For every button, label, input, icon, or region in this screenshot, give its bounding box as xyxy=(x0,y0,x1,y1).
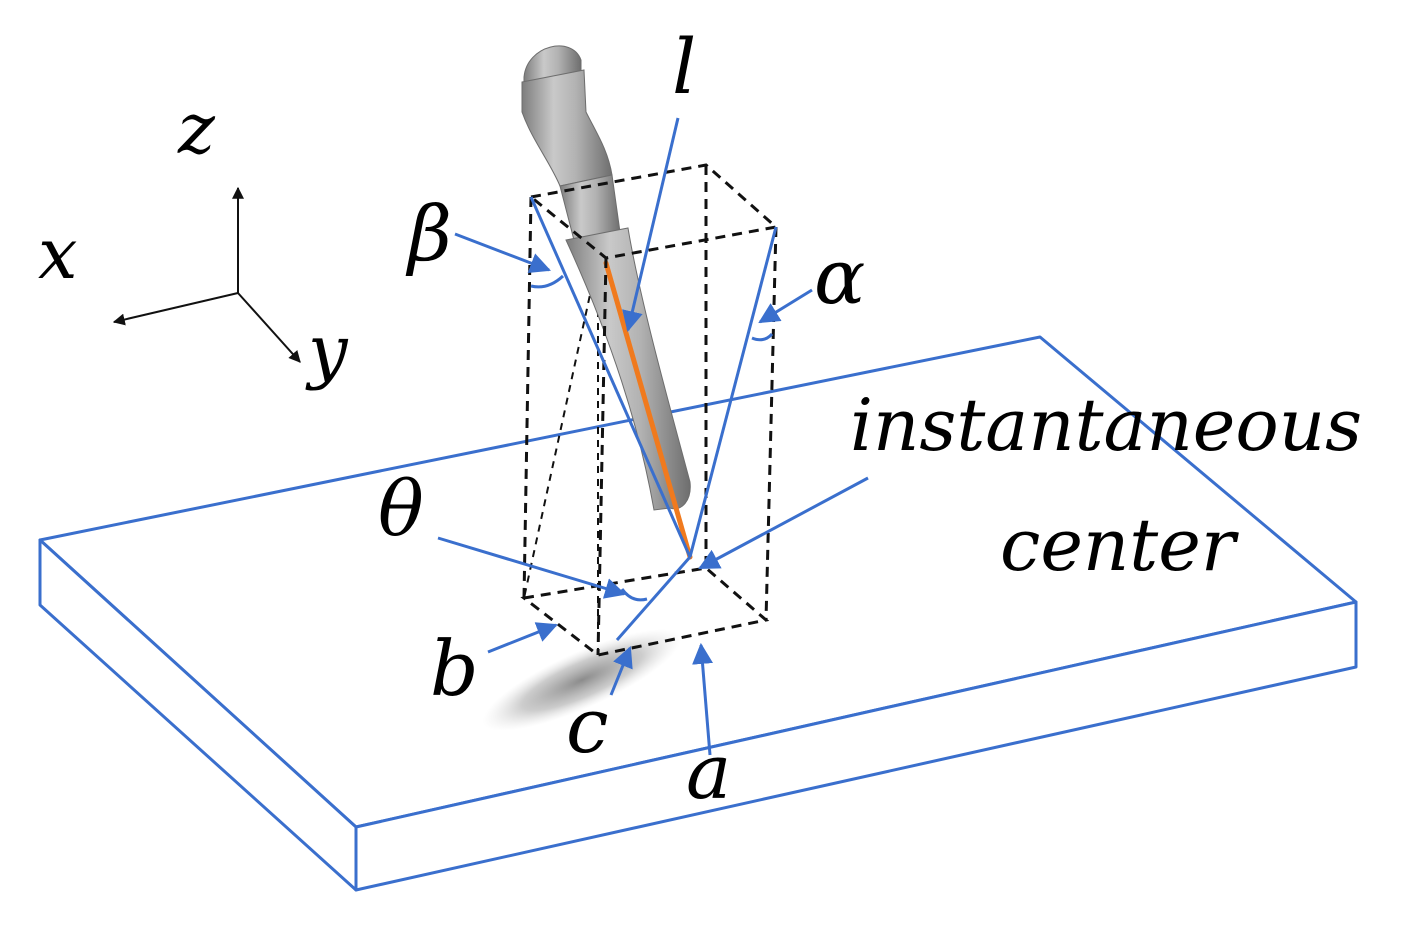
tool-shank xyxy=(521,69,613,187)
a-label: a xyxy=(686,727,731,816)
cutting-tool xyxy=(521,45,691,511)
workpiece-plate xyxy=(38,335,1358,892)
beta-angle-arc xyxy=(530,274,565,289)
a-leader xyxy=(692,642,714,756)
l-label: l xyxy=(672,22,696,111)
beta-line xyxy=(529,196,692,558)
z-axis-label: z xyxy=(177,88,216,170)
instantaneous-center-leader xyxy=(698,476,869,570)
y-axis-arrow xyxy=(237,292,301,363)
tool-flute xyxy=(565,227,691,511)
x-axis-label: x xyxy=(38,213,77,295)
plate-side-face xyxy=(354,600,1358,892)
alpha-line xyxy=(688,226,778,558)
x-axis-arrow xyxy=(112,292,239,326)
alpha-leader xyxy=(758,288,813,324)
c-label: c xyxy=(566,681,609,770)
instantaneous-label: instantaneous xyxy=(850,383,1362,467)
geometric-relation-lines xyxy=(529,196,778,641)
beta-label: β xyxy=(405,189,452,278)
c-line xyxy=(615,556,692,641)
alpha-label: α xyxy=(814,232,865,321)
center-label: center xyxy=(1000,503,1239,587)
b-leader xyxy=(487,622,558,654)
beta-leader xyxy=(454,232,551,274)
theta-label: θ xyxy=(378,464,424,553)
c-leader xyxy=(609,646,633,696)
l-leader xyxy=(622,117,680,333)
tool-axis-line xyxy=(603,260,693,560)
leader-arrows xyxy=(437,117,869,756)
b-label: b xyxy=(430,624,479,713)
theta-leader xyxy=(437,536,627,599)
y-axis-label: y xyxy=(305,310,349,392)
alpha-angle-arc xyxy=(751,332,774,342)
bounding-box-visible-edges xyxy=(520,163,780,657)
coordinate-axes xyxy=(112,186,301,363)
